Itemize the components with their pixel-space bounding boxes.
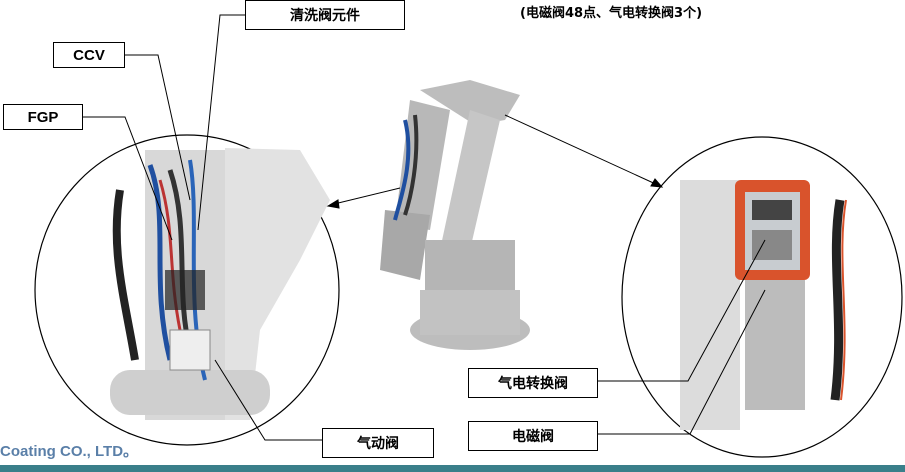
callout-lines bbox=[83, 14, 766, 441]
label-conversion-valve: 气电转换阀 bbox=[468, 368, 598, 398]
label-wash-valve: 清洗阀元件 bbox=[245, 0, 405, 30]
right-detail-view bbox=[621, 136, 903, 458]
label-fgp: FGP bbox=[3, 104, 83, 130]
company-name: Coating CO., LTD。 bbox=[0, 443, 139, 460]
view-connectors bbox=[326, 114, 664, 209]
label-pneumatic-valve: 气动阀 bbox=[322, 428, 434, 458]
left-detail-view bbox=[34, 134, 340, 446]
caption-text: (电磁阀48点、气电转换阀3个) bbox=[520, 6, 703, 21]
footer-bar bbox=[0, 465, 905, 472]
arm-shell-left bbox=[225, 148, 330, 420]
label-solenoid-valve: 电磁阀 bbox=[468, 421, 598, 451]
center-robot bbox=[380, 80, 530, 350]
arm-base-left bbox=[110, 370, 270, 415]
label-ccv: CCV bbox=[53, 42, 125, 68]
